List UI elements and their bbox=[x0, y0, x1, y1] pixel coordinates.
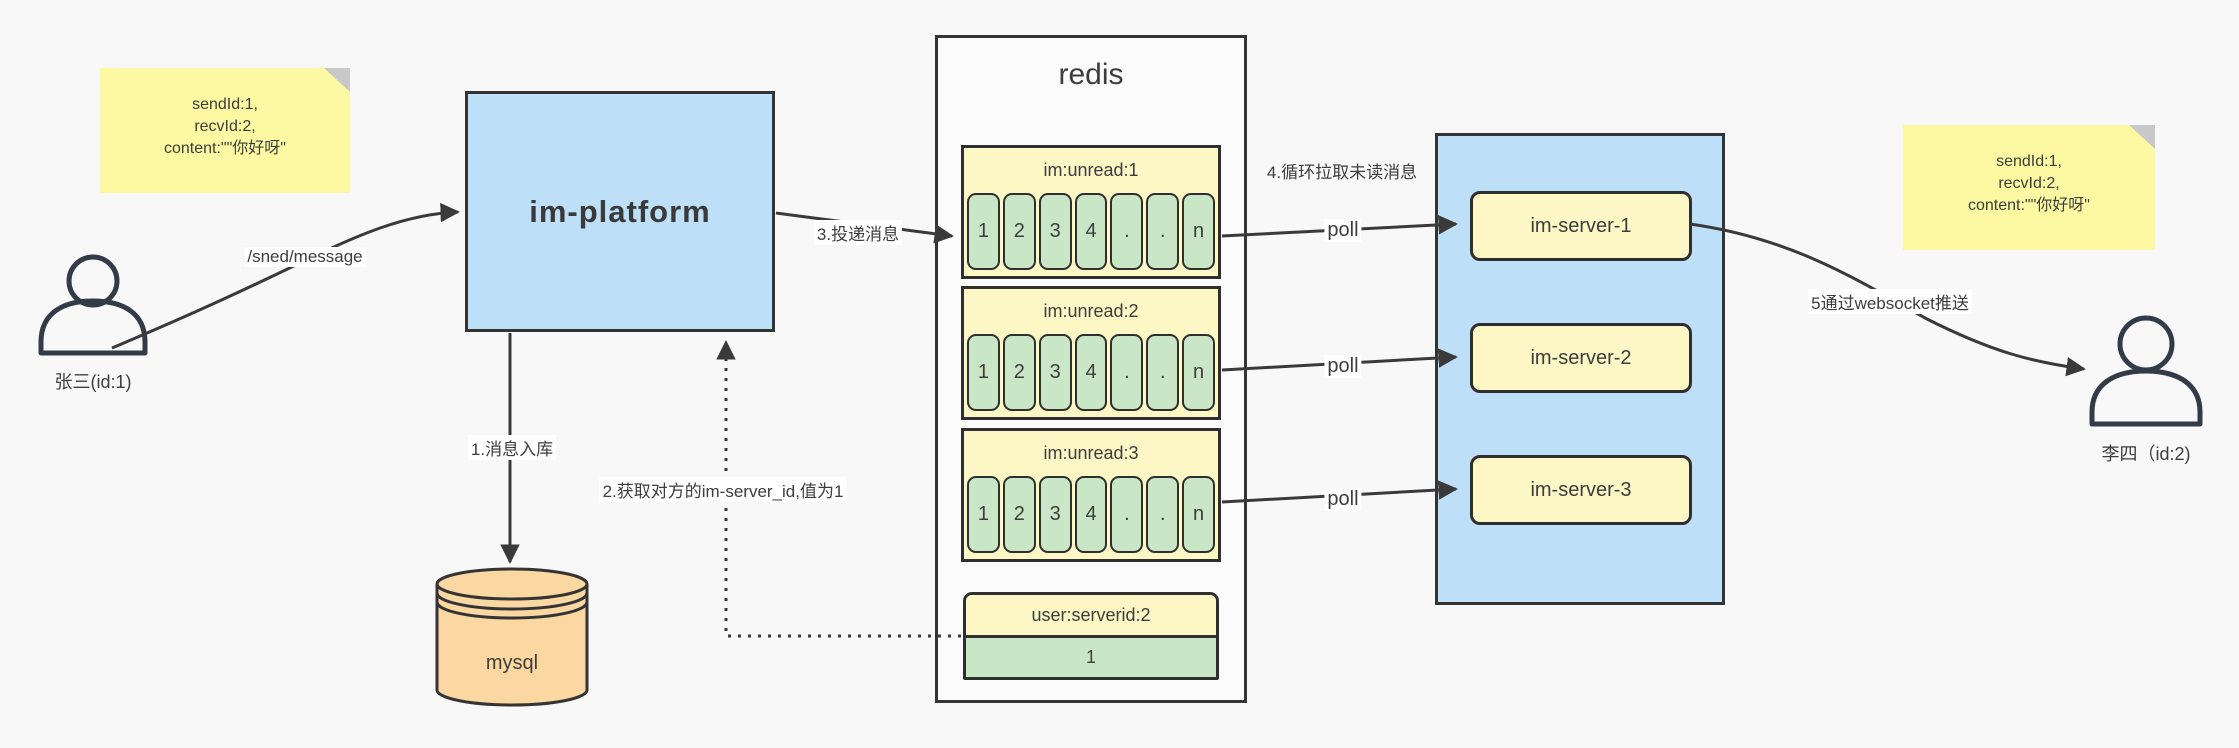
sender-person-icon bbox=[38, 254, 148, 356]
receiver-person-icon bbox=[2089, 315, 2203, 427]
queue-header: im:unread:3 bbox=[1043, 443, 1139, 463]
queue-cells: 1 2 3 4 . . n bbox=[964, 476, 1218, 556]
note-line: content:""你好呀" bbox=[1968, 197, 2090, 214]
edge-label-poll-2: poll bbox=[1324, 355, 1362, 378]
user-serverid-mapping: user:serverid:2 1 bbox=[963, 592, 1219, 680]
mysql-label: mysql bbox=[485, 652, 539, 674]
queue-cell: 4 bbox=[1074, 193, 1108, 270]
im-server-1-node: im-server-1 bbox=[1470, 191, 1692, 261]
receiver-message-note: sendId:1, recvId:2, content:""你好呀" bbox=[1903, 125, 2155, 250]
queue-cell: 1 bbox=[967, 334, 1000, 411]
mysql-database-icon bbox=[435, 567, 589, 707]
queue-cell: 3 bbox=[1038, 476, 1072, 553]
edge-label-step1: 1.消息入库 bbox=[467, 435, 557, 460]
queue-cell: 4 bbox=[1074, 476, 1108, 553]
queue-im-unread-3: im:unread:3 1 2 3 4 . . n bbox=[961, 428, 1221, 562]
edge-label-poll-1: poll bbox=[1324, 219, 1362, 242]
sender-message-note: sendId:1, recvId:2, content:""你好呀" bbox=[100, 68, 350, 193]
edge-send-message bbox=[111, 202, 460, 350]
queue-cell: . bbox=[1110, 193, 1144, 270]
note-line: content:""你好呀" bbox=[164, 140, 286, 157]
queue-cell: n bbox=[1182, 193, 1216, 270]
redis-container: redis im:unread:1 1 2 3 4 . . n im:unrea… bbox=[935, 35, 1247, 703]
edge-label-step4: 4.循环拉取未读消息 bbox=[1266, 163, 1418, 182]
note-line: sendId:1, bbox=[192, 96, 258, 113]
edge-label-poll-3: poll bbox=[1324, 488, 1362, 511]
im-server-cluster: im-server-1 im-server-2 im-server-3 bbox=[1435, 133, 1725, 605]
edge-label-step3: 3.投递消息 bbox=[813, 220, 903, 245]
queue-cell: . bbox=[1110, 334, 1144, 411]
edge-label-step5: 5通过websocket推送 bbox=[1808, 289, 1972, 314]
queue-cell: . bbox=[1146, 334, 1180, 411]
queue-cell: 4 bbox=[1074, 334, 1108, 411]
note-line: sendId:1, bbox=[1996, 153, 2062, 170]
im-server-2-node: im-server-2 bbox=[1470, 323, 1692, 393]
queue-cell: . bbox=[1146, 193, 1180, 270]
im-server-label: im-server-2 bbox=[1530, 346, 1632, 369]
im-server-label: im-server-3 bbox=[1530, 478, 1632, 501]
receiver-label: 李四（id:2) bbox=[2101, 444, 2191, 464]
im-server-3-node: im-server-3 bbox=[1470, 455, 1692, 525]
edge-label-step2: 2.获取对方的im-server_id,值为1 bbox=[599, 477, 847, 502]
queue-cell: 1 bbox=[967, 476, 1000, 553]
queue-cell: 2 bbox=[1002, 193, 1036, 270]
queue-cells: 1 2 3 4 . . n bbox=[964, 334, 1218, 414]
queue-cell: n bbox=[1182, 334, 1216, 411]
edge-label-send-message: /sned/message bbox=[244, 247, 366, 267]
queue-header: im:unread:1 bbox=[1043, 160, 1139, 180]
sender-label: 张三(id:1) bbox=[54, 372, 132, 392]
note-line: recvId:2, bbox=[1998, 175, 2060, 192]
queue-im-unread-2: im:unread:2 1 2 3 4 . . n bbox=[961, 286, 1221, 420]
queue-cell: . bbox=[1110, 476, 1144, 553]
queue-cell: 3 bbox=[1038, 193, 1072, 270]
mapping-key: user:serverid:2 bbox=[966, 595, 1216, 638]
redis-title: redis bbox=[1058, 58, 1124, 91]
queue-im-unread-1: im:unread:1 1 2 3 4 . . n bbox=[961, 145, 1221, 279]
queue-cell: 3 bbox=[1038, 334, 1072, 411]
queue-cell: 1 bbox=[967, 193, 1000, 270]
queue-header: im:unread:2 bbox=[1043, 301, 1139, 321]
queue-cells: 1 2 3 4 . . n bbox=[964, 193, 1218, 273]
note-line: recvId:2, bbox=[194, 118, 256, 135]
im-platform-label: im-platform bbox=[529, 193, 711, 229]
queue-cell: 2 bbox=[1002, 476, 1036, 553]
queue-cell: n bbox=[1182, 476, 1216, 553]
queue-cell: . bbox=[1146, 476, 1180, 553]
im-server-label: im-server-1 bbox=[1530, 214, 1632, 237]
mapping-value: 1 bbox=[966, 638, 1216, 677]
im-platform-node: im-platform bbox=[465, 91, 775, 332]
queue-cell: 2 bbox=[1002, 334, 1036, 411]
